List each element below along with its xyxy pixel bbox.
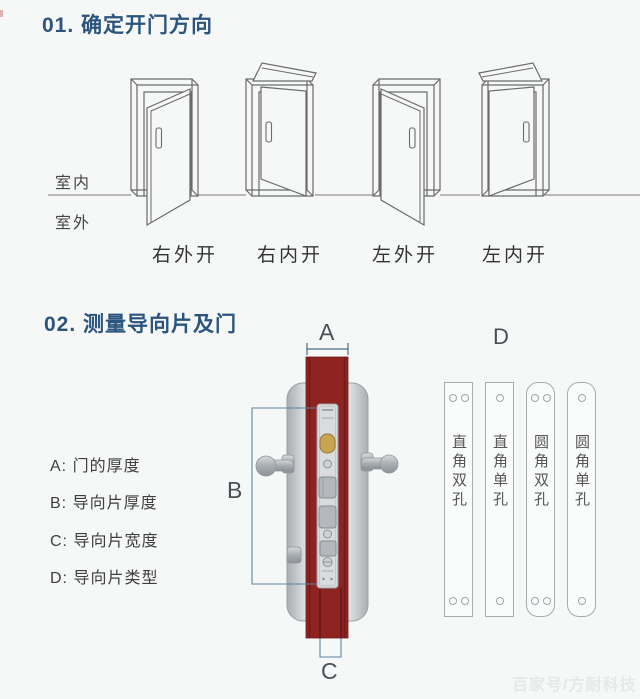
legend-a: A: 门的厚度 xyxy=(50,458,141,475)
hole-icon xyxy=(495,394,504,402)
hole-icon xyxy=(530,597,539,605)
indoor-label: 室内 xyxy=(55,175,92,192)
hole-icon xyxy=(577,394,586,402)
plate-top-holes xyxy=(448,390,469,406)
left-handle xyxy=(255,454,295,477)
door-label-right-inward: 右内开 xyxy=(256,245,323,266)
plate-round-single-hole: 圆角单孔 xyxy=(567,382,596,617)
plate-bottom-holes xyxy=(448,593,469,609)
marker-b: B xyxy=(227,477,243,503)
door-right-inward xyxy=(245,62,317,197)
legend-c: C: 导向片宽度 xyxy=(50,533,159,550)
door-direction-diagram xyxy=(48,62,640,226)
plate-top-holes xyxy=(577,390,586,406)
door-left-outward xyxy=(372,78,441,226)
plate-top-holes xyxy=(495,390,504,406)
plate-label: 直角双孔 xyxy=(450,434,467,510)
plate-square-double-hole: 直角双孔 xyxy=(444,382,473,617)
plate-top-holes xyxy=(530,390,551,406)
hole-icon xyxy=(542,597,551,605)
hole-icon xyxy=(448,597,457,605)
hole-icon xyxy=(542,394,551,402)
hole-icon xyxy=(460,394,469,402)
section2-title: 02. 测量导向片及门 xyxy=(44,313,238,336)
door-right-outward xyxy=(130,78,199,226)
thumbturn-knob xyxy=(286,546,302,564)
cylinder-gold xyxy=(319,433,336,454)
plate-round-double-hole: 圆角双孔 xyxy=(526,382,555,617)
watermark: 百家号/方耐科技 xyxy=(512,677,637,694)
plate-square-single-hole: 直角单孔 xyxy=(485,382,514,617)
door-label-left-outward: 左外开 xyxy=(371,245,438,266)
door-label-right-outward: 右外开 xyxy=(151,245,218,266)
measure-b-bracket xyxy=(251,407,317,585)
door-left-inward xyxy=(478,62,550,197)
legend-b: B: 导向片厚度 xyxy=(50,495,158,512)
marker-c: C xyxy=(321,658,338,684)
right-handle xyxy=(360,452,399,474)
latch-bolt xyxy=(318,476,337,499)
lock-measure-diagram xyxy=(251,343,399,658)
edge-artifact xyxy=(0,10,3,17)
plate-bottom-holes xyxy=(495,593,504,609)
marker-a: A xyxy=(319,319,335,345)
hole-icon xyxy=(530,394,539,402)
plate-bottom-holes xyxy=(577,593,586,609)
hole-icon xyxy=(495,597,504,605)
hole-icon xyxy=(460,597,469,605)
marker-d: D xyxy=(493,324,509,349)
plate-bottom-holes xyxy=(530,593,551,609)
door-label-left-inward: 左内开 xyxy=(481,245,548,266)
plate-label: 圆角双孔 xyxy=(532,434,549,510)
hole-icon xyxy=(448,394,457,402)
legend-d: D: 导向片类型 xyxy=(50,570,159,587)
plate-label: 直角单孔 xyxy=(491,434,508,510)
dead-bolt xyxy=(318,505,337,529)
lock-faceplate xyxy=(316,403,339,589)
hole-icon xyxy=(577,597,586,605)
outdoor-label: 室外 xyxy=(55,215,92,232)
measure-c-bracket xyxy=(319,638,342,658)
section1-title: 01. 确定开门方向 xyxy=(42,14,214,37)
plate-label: 圆角单孔 xyxy=(573,434,590,510)
measure-a-line xyxy=(306,343,349,355)
